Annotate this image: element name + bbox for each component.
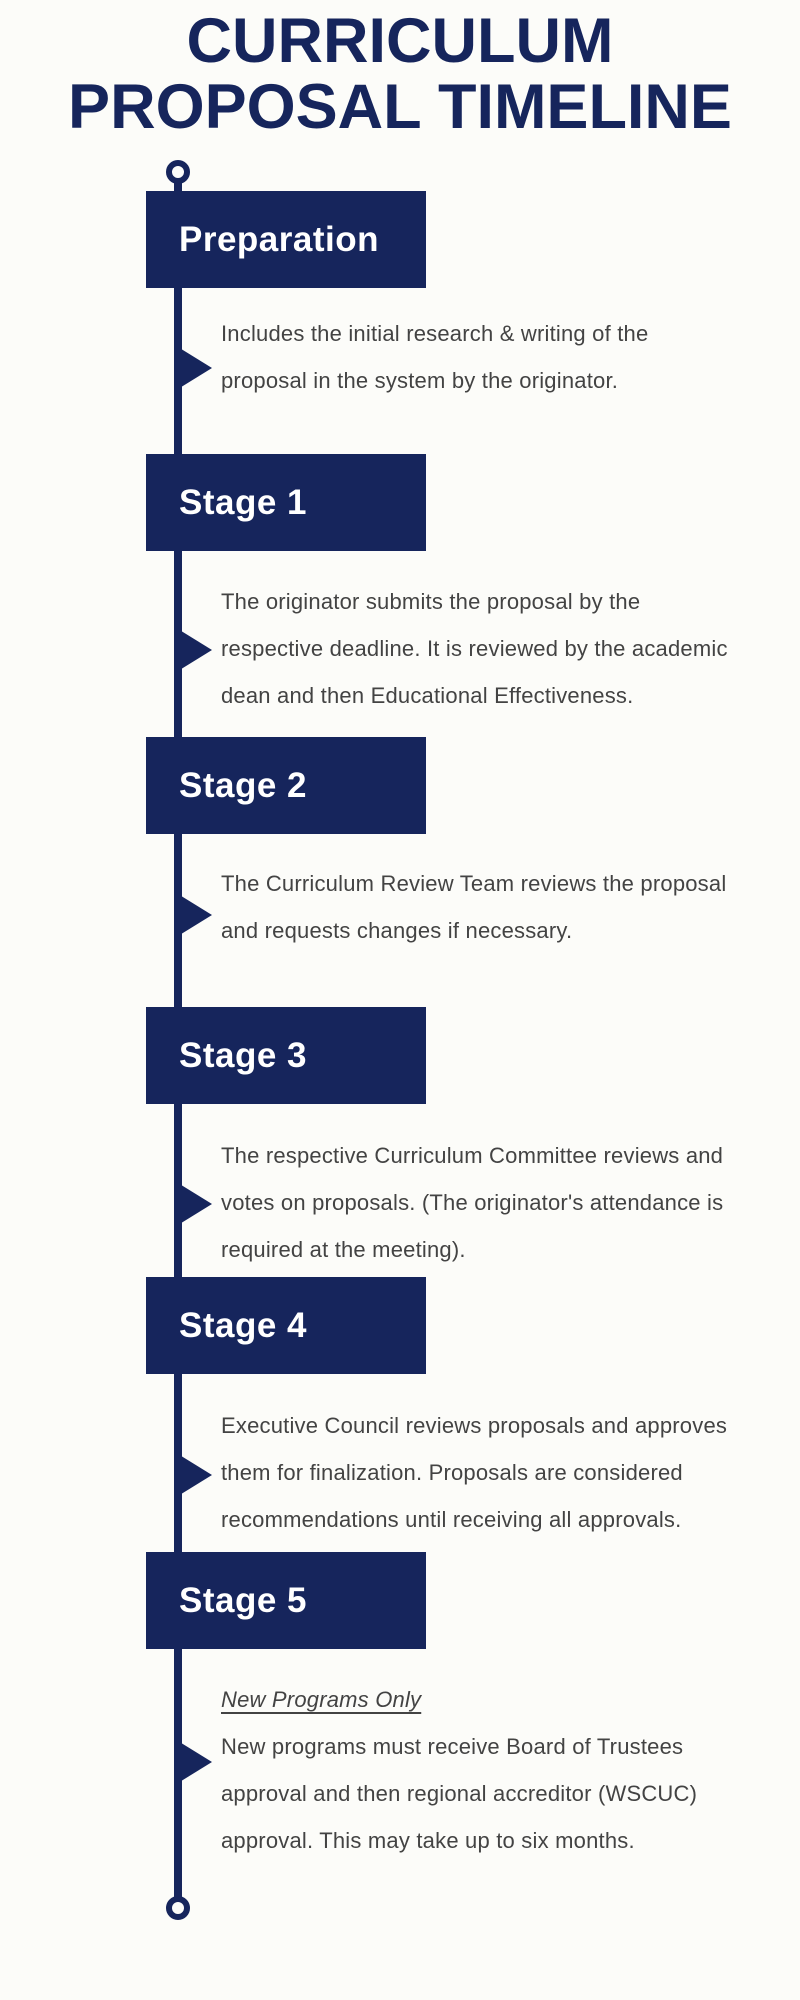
description-line: votes on proposals. (The originator's at… [221, 1190, 724, 1215]
stage-banner: Stage 3 [146, 1007, 426, 1104]
description-line: them for finalization. Proposals are con… [221, 1460, 683, 1485]
description-line: recommendations until receiving all appr… [221, 1507, 682, 1532]
stage-banner: Preparation [146, 191, 426, 288]
stage-banner: Stage 4 [146, 1277, 426, 1374]
arrow-marker-icon [178, 347, 212, 389]
arrow-marker-icon [178, 894, 212, 936]
stage-description: New Programs Only New programs must rece… [221, 1676, 697, 1864]
stage-label: Stage 4 [179, 1305, 307, 1345]
description-line: The Curriculum Review Team reviews the p… [221, 871, 727, 896]
stage-label: Stage 5 [179, 1580, 307, 1620]
stage-label: Preparation [179, 219, 379, 259]
description-line: required at the meeting). [221, 1237, 466, 1262]
description-line: respective deadline. It is reviewed by t… [221, 636, 728, 661]
arrow-marker-icon [178, 1454, 212, 1496]
stage-description: The originator submits the proposal by t… [221, 578, 728, 719]
description-note: New Programs Only [221, 1687, 422, 1712]
description-line: dean and then Educational Effectiveness. [221, 683, 634, 708]
description-line: The originator submits the proposal by t… [221, 589, 641, 614]
timeline-start-ring-icon [166, 160, 190, 184]
description-line: The respective Curriculum Committee revi… [221, 1143, 724, 1168]
arrow-marker-icon [178, 1741, 212, 1783]
timeline-end-ring-icon [166, 1896, 190, 1920]
description-line: New programs must receive Board of Trust… [221, 1734, 684, 1759]
stage-label: Stage 2 [179, 765, 307, 805]
stage-banner: Stage 2 [146, 737, 426, 834]
description-line: approval and then regional accreditor (W… [221, 1781, 698, 1806]
stage-description: The respective Curriculum Committee revi… [221, 1132, 723, 1273]
arrow-marker-icon [178, 629, 212, 671]
description-line: and requests changes if necessary. [221, 918, 573, 943]
page-title: CURRICULUM PROPOSAL TIMELINE [0, 8, 800, 140]
description-line: approval. This may take up to six months… [221, 1828, 635, 1853]
stage-label: Stage 3 [179, 1035, 307, 1075]
stage-banner: Stage 1 [146, 454, 426, 551]
stage-description: The Curriculum Review Team reviews the p… [221, 860, 726, 954]
description-line: proposal in the system by the originator… [221, 368, 619, 393]
title-line-1: CURRICULUM [186, 6, 614, 76]
title-line-2: PROPOSAL TIMELINE [68, 72, 732, 142]
stage-banner: Stage 5 [146, 1552, 426, 1649]
description-line: Executive Council reviews proposals and … [221, 1413, 728, 1438]
stage-description: Executive Council reviews proposals and … [221, 1402, 727, 1543]
arrow-marker-icon [178, 1183, 212, 1225]
stage-label: Stage 1 [179, 482, 307, 522]
stage-description: Includes the initial research & writing … [221, 310, 648, 404]
description-line: Includes the initial research & writing … [221, 321, 649, 346]
